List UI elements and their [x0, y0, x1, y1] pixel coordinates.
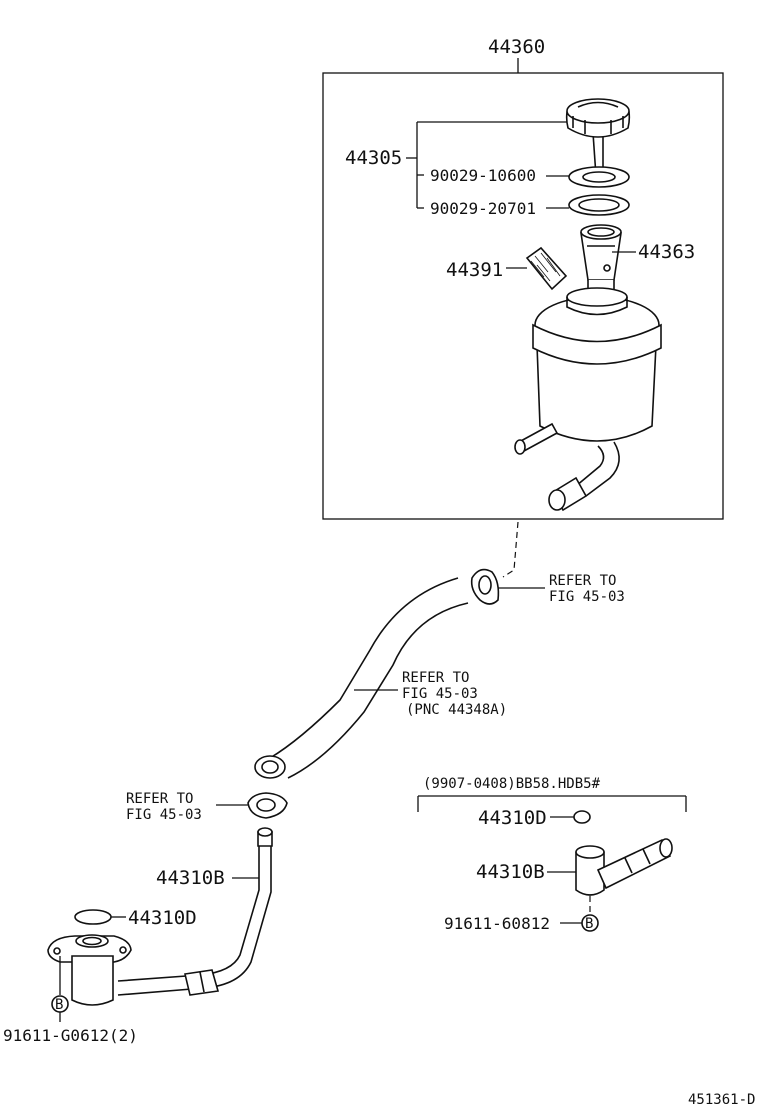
reservoir-tank[interactable] [514, 287, 662, 512]
label-44391[interactable]: 44391 [446, 259, 503, 281]
label-90029-10600[interactable]: 90029-10600 [430, 166, 536, 185]
label-plate-44391[interactable] [525, 246, 568, 291]
return-hose[interactable] [254, 577, 469, 779]
reservoir-assembly-group: 44360 [322, 36, 724, 520]
connection-dashed-line [502, 521, 519, 578]
hose-clamp-upper[interactable] [470, 568, 500, 605]
strainer-44363[interactable] [580, 224, 622, 293]
label-44363[interactable]: 44363 [638, 241, 695, 263]
hose-clamp-lower[interactable] [247, 792, 288, 819]
bolt-callout-b-left[interactable]: B [51, 956, 69, 1022]
label-90029-20701[interactable]: 90029-20701 [430, 199, 536, 218]
label-bolt-91611-g0612[interactable]: 91611-G0612(2) [3, 1026, 138, 1045]
label-44360[interactable]: 44360 [488, 36, 545, 58]
oring-44310d-variant[interactable] [573, 810, 591, 824]
union-fitting[interactable] [47, 934, 132, 1006]
cap-assy-bracket: 44305 90029-10600 90029-20701 [345, 121, 569, 218]
reservoir-cap[interactable] [565, 98, 631, 177]
pipe-44310b[interactable] [117, 827, 273, 996]
oring-44310d[interactable] [74, 909, 112, 925]
label-bolt-91611-60812[interactable]: 91611-60812 [444, 914, 550, 933]
svg-text:B: B [55, 997, 63, 1013]
refer-hose-line1[interactable]: REFER TO [402, 670, 469, 686]
label-44305[interactable]: 44305 [345, 147, 402, 169]
label-pipe-44310b-variant[interactable]: 44310B [476, 861, 545, 883]
pipe-44310b-variant[interactable] [575, 838, 673, 896]
svg-text:B: B [585, 916, 593, 932]
label-pipe-44310b[interactable]: 44310B [156, 867, 225, 889]
bolt-callout-b-variant[interactable]: B [581, 896, 599, 932]
refer-lower-line1[interactable]: REFER TO [126, 791, 193, 807]
variant-note[interactable]: (9907-0408)BB58.HDB5# [423, 776, 601, 792]
refer-hose-line3[interactable]: (PNC 44348A) [406, 702, 507, 718]
label-oring-44310d[interactable]: 44310D [128, 907, 197, 929]
assembly-box [322, 72, 724, 520]
refer-hose-line2[interactable]: FIG 45-03 [402, 686, 478, 702]
refer-lower-line2[interactable]: FIG 45-03 [126, 807, 202, 823]
label-oring-44310d-variant[interactable]: 44310D [478, 807, 547, 829]
refer-upper-line1[interactable]: REFER TO [549, 573, 616, 589]
gasket-90029-20701[interactable] [568, 194, 630, 216]
refer-upper-line2[interactable]: FIG 45-03 [549, 589, 625, 605]
gasket-90029-10600[interactable] [568, 166, 630, 188]
variant-section: (9907-0408)BB58.HDB5# [417, 776, 687, 812]
figure-id: 451361-D [688, 1092, 755, 1108]
